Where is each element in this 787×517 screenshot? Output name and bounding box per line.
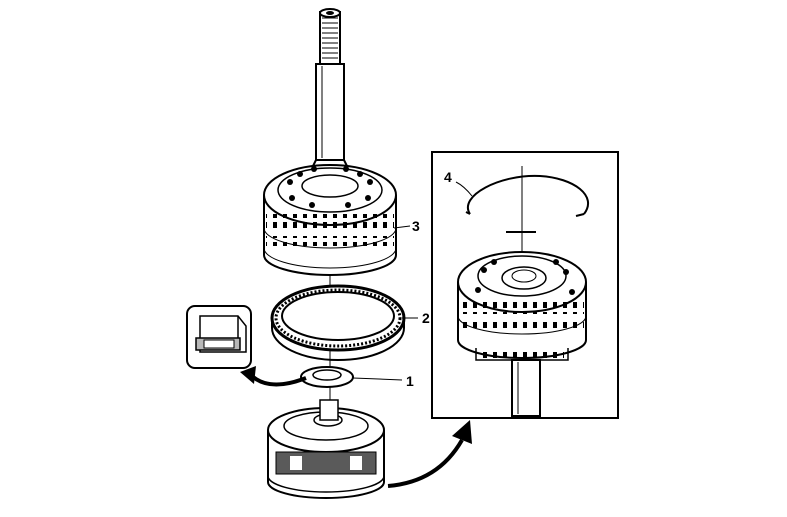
callout-3: 3 [412,218,420,234]
leader-line-1 [352,377,403,381]
arrow-to-snap-ring-detail [387,439,464,488]
callout-4: 4 [444,169,452,185]
input-shaft [305,8,355,191]
arrow-to-seal-detail [250,374,307,387]
snap-ring-detail-inset [431,151,619,419]
leader-line-3 [393,225,411,229]
leader-line-4 [455,181,473,197]
lower-housing [267,399,385,499]
friction-ring-part-2 [270,284,406,361]
seal-detail-inset [186,305,252,369]
thrust-washer-part-1 [300,366,354,388]
clutch-drum-part-3 [263,164,397,276]
callout-1: 1 [406,373,414,389]
callout-2: 2 [422,310,430,326]
